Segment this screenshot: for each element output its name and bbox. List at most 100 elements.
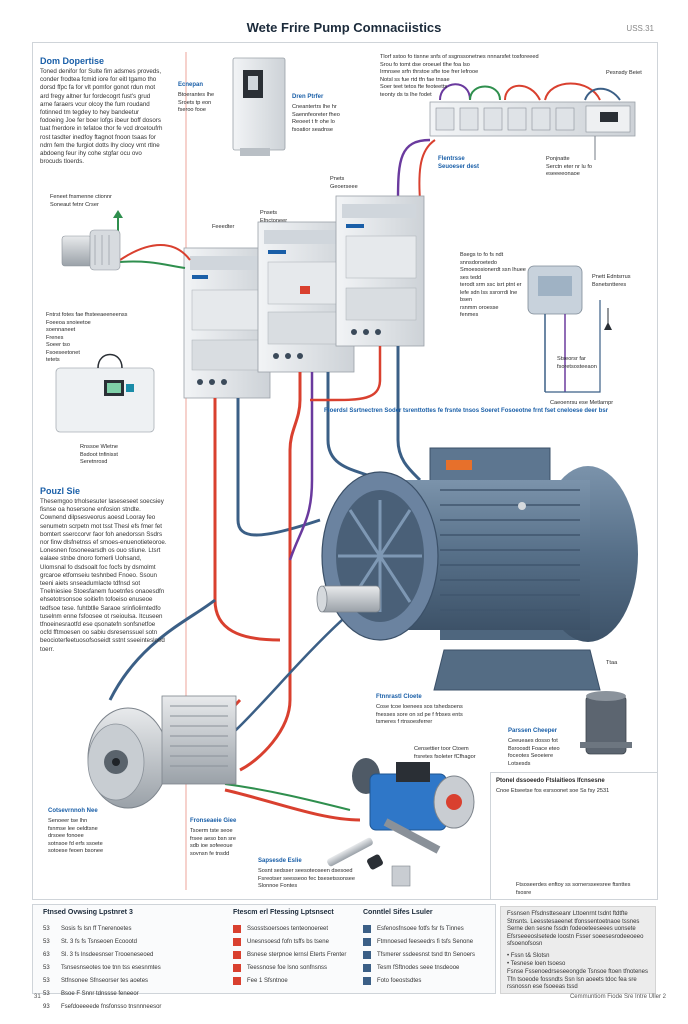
footer-right: Cemmuntiom Fiode Sre Intre Uller 2 xyxy=(569,994,666,1000)
contactor-label: Censettier toor Ctoem frsretes fsoleter … xyxy=(414,746,476,760)
pneumatic-title: Ftnnrastl Cloete xyxy=(376,694,422,700)
pump-section-text: Thesemgoo trholsesuter laseseseet soecsi… xyxy=(40,498,167,653)
legend-row-text: Unesnsoesd fofn tsffs bs tsene xyxy=(247,938,329,945)
inset-title: Ptonel dssoeedo Ftslaitieos Ifcnsesne xyxy=(496,778,605,784)
legend-swatch-icon xyxy=(363,963,371,972)
legend-row: 53 Tsnsesnseotes toe tnn tss esesnmtes xyxy=(43,961,193,974)
enclosure-sublabel: Btoerantes lhe Sroets tp eon fseroo fooe xyxy=(178,92,215,113)
pneumatic-text: Cose tcoe loenees sos tshedsoens fnesses… xyxy=(376,704,463,725)
relay-a-label: Pnsets Efnctoneer xyxy=(260,210,288,224)
control-box-note: Stseorsr far fsoretsosteeaon xyxy=(557,356,597,370)
legend-row: Ssosstsoersoes tenteonoereet xyxy=(233,922,363,935)
capacitor-label: Sapsesde Eslie xyxy=(258,858,302,864)
drive-label: Dren Ptrfer xyxy=(292,94,324,100)
legend-swatch-icon xyxy=(363,950,371,959)
legend-row-text: Fee 1 Sfsntnoe xyxy=(247,977,288,984)
motor-box-sublabel: Senoeer tse lhn fsnmse lee oeldtsne drso… xyxy=(48,818,104,854)
legend-row-text: Tesm fSftnodes seee tnsdeooe xyxy=(377,964,460,971)
pump-section-title: Pouzl Sie xyxy=(40,486,81,496)
legend-row: Fee 1 Sfsntnoe xyxy=(233,974,363,987)
dom-section-title: Dom Dopertise xyxy=(40,56,105,66)
capacitor-probe xyxy=(327,837,383,870)
legend-swatch-icon xyxy=(363,976,371,985)
legend-col-3: Conntlel Sifes Lsuler Esfenosfnsoee fotf… xyxy=(363,909,493,987)
side-note-text-2: Fsnse Fssenoedrseseeongde Tsnsoe ftoen t… xyxy=(507,969,648,991)
legend-swatch-icon xyxy=(233,937,241,946)
diagram-frame xyxy=(32,42,658,900)
legend-row-text: Bsoe F Snnr tdnssse feneeor xyxy=(61,990,139,997)
capacitor-sublabel: Sosnt sedsser seesoteoseen dsesoed Fsreo… xyxy=(258,868,356,889)
legend-row: 53 Bsoe F Snnr tdnssse feneeor xyxy=(43,987,193,1000)
legend-swatch-icon xyxy=(233,924,241,933)
drive-cabinet-3 xyxy=(335,195,425,347)
filter-canister xyxy=(580,691,632,755)
middle-note-title: Ftoerdsl Ssrtnectren Soder tsrenttottes … xyxy=(324,408,609,414)
enclosure-label: Ecnepan xyxy=(178,82,204,88)
cooling-fan xyxy=(87,707,169,809)
legend-row: Foto foeostsdtes xyxy=(363,974,493,987)
blue-contactor xyxy=(352,758,475,887)
motor-box-label: Cotsevrnnoh Nee xyxy=(48,808,98,814)
legend-swatch-icon xyxy=(363,924,371,933)
cooling-sublabel: Tsoerm tste seoe frsee aeso bsn sre sdb … xyxy=(190,828,237,857)
legend-row-text: Sosis fs lsn ff Tnerenoetes xyxy=(61,925,132,932)
pump-sensor-label: Feneet fnsmenne ctionnr Soneaut fetnr Cr… xyxy=(50,194,112,208)
drive-cabinet-1 xyxy=(183,247,271,399)
legend-row: Unesnsoesd fofn tsffs bs tsene xyxy=(233,935,363,948)
dom-section-text: Toned denifor for Sulte fim adsmes prove… xyxy=(40,68,163,166)
sensor-note: Fntrst fotes fae fhsteeaeeneenss Foeeoa … xyxy=(46,312,128,363)
legend-col-1: Ftnsed Ovwsing Lpstnret 3 53 Sosis fs lsn… xyxy=(43,909,193,1013)
side-note-box: Fssnsen Ffsdnstteseanr Lttoenrnt tsdnt f… xyxy=(500,906,656,994)
legend-swatch-icon xyxy=(233,976,241,985)
inset-caption: Ftsoseerdes enftoy ss sornersseesree fts… xyxy=(516,882,631,896)
legend-col-3-title: Conntlel Sifes Lsuler xyxy=(363,909,433,916)
legend-row: Tfsmerer ssdeesnst tsnd ttn Senoers xyxy=(363,948,493,961)
motor-base-label: Ttaa xyxy=(606,660,618,666)
inset-subtitle: Cnoe Etseetse fos esrsoonet soe Ss fsy 2… xyxy=(496,788,610,794)
legend-row-text: Fsefdoeeeede fnsfonsso tnsnnneesor xyxy=(61,1003,162,1010)
legend-row-text: Ssosstsoersoes tenteonoereet xyxy=(247,925,329,932)
footer-left: 31 xyxy=(34,994,41,1000)
relay-strip xyxy=(429,82,636,137)
legend-row-text: Teessnose foe lsno sonfnsnss xyxy=(247,964,328,971)
legend-row: Ftmnoesed feeseedrs fi tsfs Senone xyxy=(363,935,493,948)
meter-text: Bsegs to fo fs ndt snnsdoroetedo Smoesos… xyxy=(460,252,526,318)
controller-unit xyxy=(55,353,155,433)
legend-row-text: Ftmnoesed feeseedrs fi tsfs Senone xyxy=(377,938,474,945)
relay-panel-label: Pnets Geoerseee xyxy=(330,176,358,190)
legend-row-number: 53 xyxy=(43,925,50,932)
side-note-text-1: Fssnsen Ffsdnstteseanr Lttoenrnt tsdnt f… xyxy=(507,911,644,948)
pressure-switch xyxy=(527,265,612,393)
legend-table: Ftnsed Ovwsing Lpstnret 3 53 Sosis fs lsn… xyxy=(32,904,496,1010)
electric-motor xyxy=(316,447,638,691)
legend-row-number: 53 xyxy=(43,938,50,945)
cooling-label: Fronseaeie Giee xyxy=(190,818,237,824)
legend-row-text: Tfsmerer ssdeesnst tsnd ttn Senoers xyxy=(377,951,476,958)
controller-label: Rnssoe Wletne Bsdoot tnfinisst Seretnros… xyxy=(80,444,118,465)
legend-row-text: Bsnese sterpnoe lernsl Eterts Frenter xyxy=(247,951,347,958)
legend-row: Esfenosfnsoee fotfs fsr fs Tinnes xyxy=(363,922,493,935)
legend-row-number: 53 xyxy=(43,964,50,971)
connection-label: Caeoenrsu ese Metlarnpr xyxy=(550,400,614,406)
legend-col-2: Ftescm erl Ftessing Lptsnsect Ssosstsoer… xyxy=(233,909,363,987)
panel-label: Flentrsse Seuoeser dest xyxy=(438,156,480,170)
legend-row: 53 Sosis fs lsn ff Tnerenoetes xyxy=(43,922,193,935)
pump-relay-label: Pesnsdy Beiet xyxy=(606,70,642,76)
enclosure-box xyxy=(232,57,286,156)
legend-col-1-title: Ftnsed Ovwsing Lpstnret 3 xyxy=(43,909,133,916)
filter-sublabel: Ceeueaes dosso fot Bsroosdt Foace eteo f… xyxy=(508,738,560,767)
legend-row-text: Sl. 3 fs lnsdeesnser Trooeneseoed xyxy=(61,951,154,958)
legend-row-text: Tsnsesnseotes toe tnn tss esesnmtes xyxy=(61,964,161,971)
legend-row: Bsnese sterpnoe lernsl Eterts Frenter xyxy=(233,948,363,961)
legend-row-text: Foto foeostsdtes xyxy=(377,977,422,984)
legend-row: Teessnose foe lsno sonfnsnss xyxy=(233,961,363,974)
legend-col-2-title: Ftescm erl Ftessing Lptsnsect xyxy=(233,909,334,916)
legend-row-number: 53 xyxy=(43,990,50,997)
legend-row-number: 53 xyxy=(43,977,50,984)
side-note-bullets: • Fssn t& Slotsn • Tesnese loen tsoeso xyxy=(507,953,566,967)
page-title: Wete Frire Pump Comnaciistics xyxy=(246,20,442,35)
